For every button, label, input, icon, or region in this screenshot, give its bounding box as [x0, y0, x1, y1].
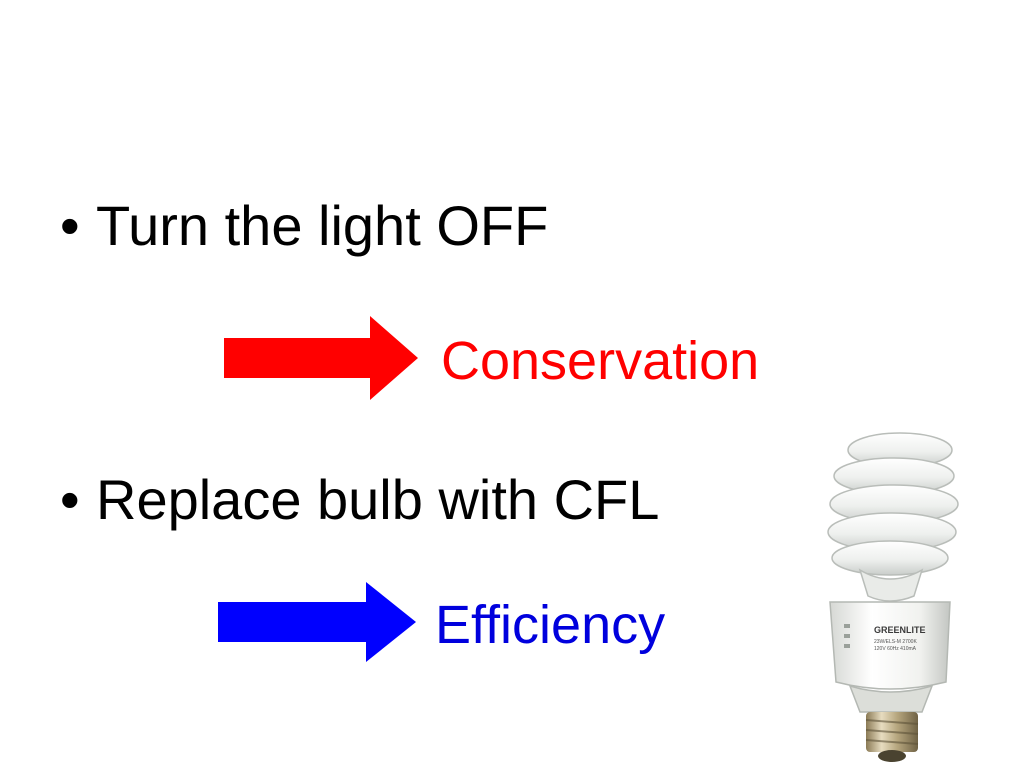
bullet-text: Turn the light OFF — [96, 194, 549, 257]
right-arrow-icon — [224, 316, 418, 400]
outcome-efficiency: Efficiency — [435, 595, 666, 655]
outcome-conservation: Conservation — [441, 331, 760, 391]
bullet-item-replace-bulb: •Replace bulb with CFL — [60, 472, 659, 528]
bulb-spec-label: 120V 60Hz 410mA — [874, 646, 917, 652]
bullet-marker: • — [60, 194, 80, 257]
cfl-bulb-icon: GREENLITE 23W/ELS-M 2700K 120V 60Hz 410m… — [827, 432, 959, 762]
bullet-marker: • — [60, 468, 80, 531]
bulb-spec-label: 23W/ELS-M 2700K — [874, 639, 917, 645]
bullet-text: Replace bulb with CFL — [96, 468, 660, 531]
right-arrow-icon — [218, 582, 416, 662]
bulb-brand-label: GREENLITE — [874, 625, 926, 635]
bullet-item-turn-light-off: •Turn the light OFF — [60, 198, 548, 254]
